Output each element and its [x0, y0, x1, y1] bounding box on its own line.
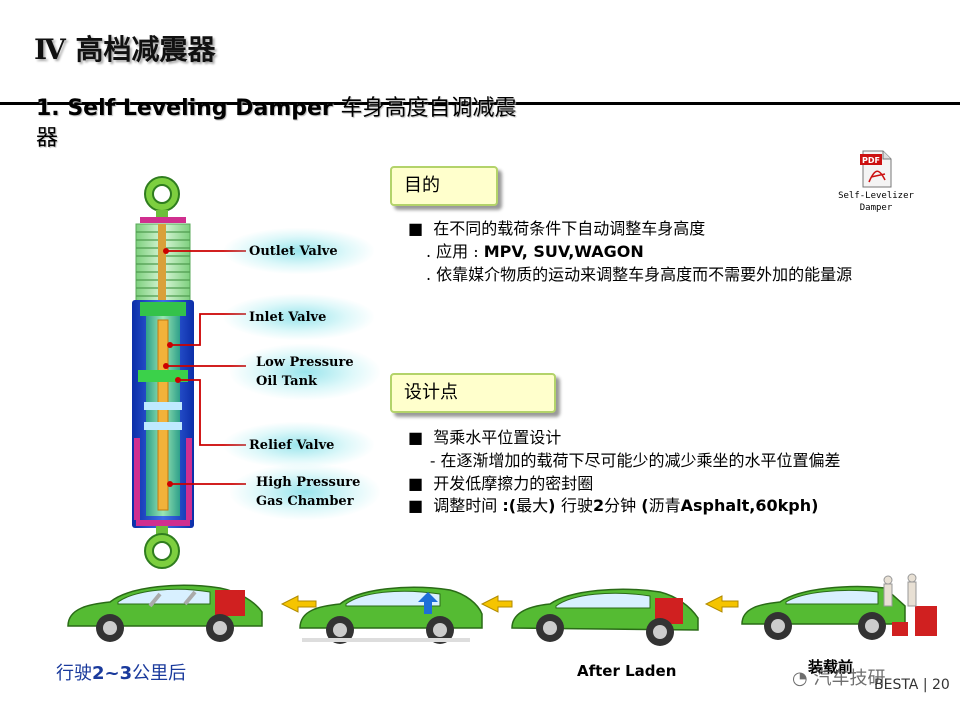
damper-diagram	[132, 176, 246, 569]
purpose-application: . 应用 : MPV, SUV,WAGON	[426, 241, 644, 263]
purpose-heading-box: 目的	[390, 166, 498, 206]
minutes-value: 2	[593, 496, 605, 515]
arrow-left-icon	[480, 595, 513, 613]
label-relief-valve: Relief Valve	[249, 438, 335, 453]
car-sequence	[67, 573, 937, 646]
footer-km-after: 公里后	[132, 663, 187, 684]
asphalt-zh: 沥青	[648, 496, 681, 515]
label-gas-chamber: Gas Chamber	[256, 494, 354, 509]
square-bullet-icon: ■	[408, 428, 424, 447]
pdf-attachment[interactable]: PDF Self-Levelizer Damper	[826, 150, 926, 214]
pdf-name-line1: Self-Levelizer	[838, 191, 914, 201]
car-leveled	[67, 584, 263, 642]
design-heading-box: 设计点	[390, 373, 556, 413]
pdf-name-line2: Damper	[859, 203, 893, 213]
watermark-text: 汽车技研	[813, 668, 886, 689]
purpose-bullet-text: 在不同的载荷条件下自动调整车身高度	[433, 219, 706, 238]
footer-drive: 行驶	[56, 663, 92, 684]
after-laden-label: After Laden	[577, 662, 677, 680]
application-value: MPV, SUV,WAGON	[483, 242, 644, 261]
design-bullet-2-text: 开发低摩擦力的密封圈	[433, 474, 594, 493]
slide-subtitle: 1. Self Leveling Damper 车身高度自调减震器	[36, 94, 536, 154]
page-number: 20	[932, 677, 950, 693]
label-glow	[224, 228, 374, 274]
drive-label: 行驶	[561, 496, 594, 515]
arrow-left-icon	[704, 595, 739, 613]
footer-left-note: 行驶2~3公里后	[56, 659, 186, 685]
asphalt-speed: Asphalt,60kph)	[680, 496, 819, 515]
footer-distance: 2~3	[92, 663, 133, 684]
label-low-pressure: Low Pressure	[256, 355, 354, 370]
dust-bellows	[135, 223, 191, 304]
design-bullet-3: ■ 调整时间 :(最大) 行驶2分钟 (沥青Asphalt,60kph)	[408, 495, 818, 517]
slide-title: Ⅳ 高档减震器	[34, 33, 216, 66]
watermark: ◔ 汽车技研	[792, 664, 885, 690]
arrow-up-icon	[418, 592, 438, 614]
label-glow	[230, 344, 380, 400]
arrow-left-icon	[280, 595, 317, 613]
application-prefix: . 应用 :	[426, 242, 484, 261]
max-label: 最大	[516, 496, 549, 515]
car-before-loading	[741, 573, 937, 640]
wechat-icon: ◔	[792, 668, 808, 689]
label-glow	[224, 422, 374, 468]
design-bullet-1: ■ 驾乘水平位置设计	[408, 427, 561, 449]
title-divider	[0, 102, 960, 105]
label-outlet-valve: Outlet Valve	[249, 244, 338, 259]
square-bullet-icon: ■	[408, 496, 424, 515]
subtitle-english: 1. Self Leveling Damper	[36, 96, 341, 121]
label-high-pressure: High Pressure	[256, 475, 361, 490]
purpose-line3: . 依靠媒介物质的运动来调整车身高度而不需要外加的能量源	[426, 265, 853, 284]
subtitle-chinese: 车身高度自调减震器	[36, 96, 517, 151]
footer-brand: BESTA	[874, 677, 919, 693]
top-plate	[140, 217, 186, 223]
label-oil-tank: Oil Tank	[256, 374, 318, 389]
design-heading: 设计点	[404, 382, 458, 403]
paren-close: )	[548, 496, 562, 515]
paren-open: :(	[502, 496, 517, 515]
purpose-bullet: ■ 在不同的载荷条件下自动调整车身高度	[408, 218, 705, 240]
design-bullet-2: ■ 开发低摩擦力的密封圈	[408, 473, 593, 495]
car-laden	[511, 588, 699, 646]
minutes-unit: 分钟	[604, 496, 642, 515]
label-inlet-valve: Inlet Valve	[249, 310, 327, 325]
car-raising	[299, 586, 483, 644]
design-sub-1: - 在逐渐增加的载荷下尽可能少的减少乘坐的水平位置偏差	[430, 451, 841, 470]
page-footer: BESTA | 20	[874, 677, 950, 693]
square-bullet-icon: ■	[408, 219, 424, 238]
purpose-heading: 目的	[404, 175, 440, 196]
label-glow	[224, 294, 374, 340]
adjust-time-label: 调整时间	[433, 496, 503, 515]
before-loading-label: 装载前	[808, 658, 854, 676]
svg-text:PDF: PDF	[862, 156, 880, 165]
label-glow	[230, 464, 380, 520]
paren-open-2: (	[641, 496, 649, 515]
design-bullet-1-text: 驾乘水平位置设计	[433, 428, 562, 447]
square-bullet-icon: ■	[408, 474, 424, 493]
pdf-file-icon: PDF	[860, 150, 892, 188]
